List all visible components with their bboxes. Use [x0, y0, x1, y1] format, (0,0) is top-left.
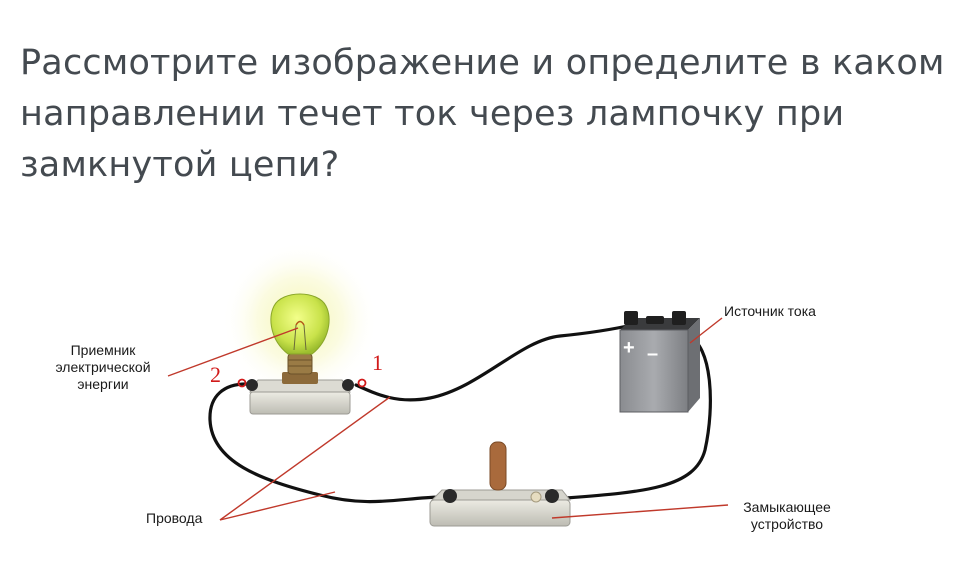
terminal-markers [237, 378, 367, 388]
question-text: Рассмотрите изображение и определите в к… [20, 43, 945, 185]
pointer-wire-lower [219, 491, 336, 521]
pointer-lines [167, 317, 729, 521]
label-switch: Замыкающее устройство [722, 499, 852, 533]
label-source: Источник тока [724, 303, 816, 319]
pointer-wire-upper [219, 396, 391, 521]
switch [429, 441, 572, 527]
label-receiver-line3: энергии [77, 376, 129, 392]
battery-minus-sign: – [647, 343, 658, 365]
battery-plus-sign: + [623, 337, 635, 359]
label-switch-line2: устройство [750, 516, 824, 532]
wires [208, 323, 712, 504]
label-receiver: Приемник электрической энергии [36, 342, 170, 393]
terminal-1-label: 1 [372, 350, 383, 375]
battery: + – [619, 311, 700, 413]
lamp-holder [246, 372, 354, 415]
wire-source-to-switch [564, 334, 712, 500]
wire-lamp-to-source [354, 323, 634, 402]
label-wires: Провода [146, 510, 203, 526]
pointer-switch [551, 504, 729, 519]
pointer-receiver [167, 327, 299, 377]
label-switch-line1: Замыкающее [743, 499, 831, 515]
label-receiver-line1: Приемник [70, 342, 136, 358]
label-receiver-line2: электрической [55, 359, 151, 375]
light-bulb [270, 293, 330, 375]
terminal-2-label: 2 [210, 362, 221, 387]
wire-switch-to-lamp [208, 382, 442, 504]
pointer-source [689, 317, 723, 344]
